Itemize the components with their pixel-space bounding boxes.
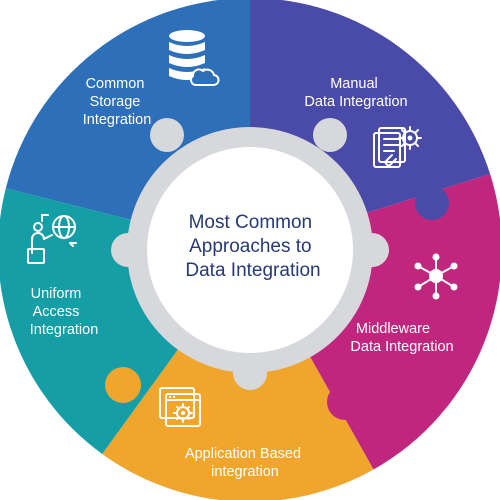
label-common-storage: Common Storage Integration	[83, 76, 152, 128]
person-globe-icon	[27, 214, 77, 264]
knob-manual-middleware	[415, 186, 449, 220]
center-circle	[147, 147, 353, 353]
label-manual: Manual Data Integration	[304, 76, 407, 110]
knob-middleware-application	[327, 384, 363, 420]
document-gear-icon	[373, 126, 422, 168]
center-title-line: Approaches to	[189, 236, 312, 257]
knob-uniform-storage	[51, 153, 85, 187]
center-title-line: Data Integration	[185, 260, 320, 281]
label-line: Storage	[90, 94, 141, 110]
label-line: Application Based	[185, 446, 301, 462]
knob-application-uniform	[105, 367, 141, 403]
label-line: Access	[33, 304, 80, 320]
label-line: Uniform	[31, 286, 82, 302]
label-line: integration	[211, 464, 279, 480]
app-window-gear-icon	[159, 387, 201, 427]
network-hub-icon	[414, 253, 458, 300]
label-line: Middleware	[356, 321, 430, 337]
label-middleware: Middleware Data Integration	[350, 321, 453, 355]
database-cloud-icon	[169, 30, 220, 86]
label-uniform-access: Uniform Access Integration	[30, 286, 99, 338]
label-line: Data Integration	[350, 339, 453, 355]
knob-storage-manual	[252, 46, 284, 78]
label-line: Data Integration	[304, 94, 407, 110]
label-line: Integration	[30, 322, 99, 338]
center-title-line: Most Common	[189, 212, 313, 233]
center-title: Most Common Approaches to Data Integrati…	[185, 212, 320, 281]
label-line: Integration	[83, 112, 152, 128]
label-line: Manual	[330, 76, 378, 92]
label-line: Common	[86, 76, 145, 92]
label-application-based: Application Based integration	[185, 446, 305, 480]
